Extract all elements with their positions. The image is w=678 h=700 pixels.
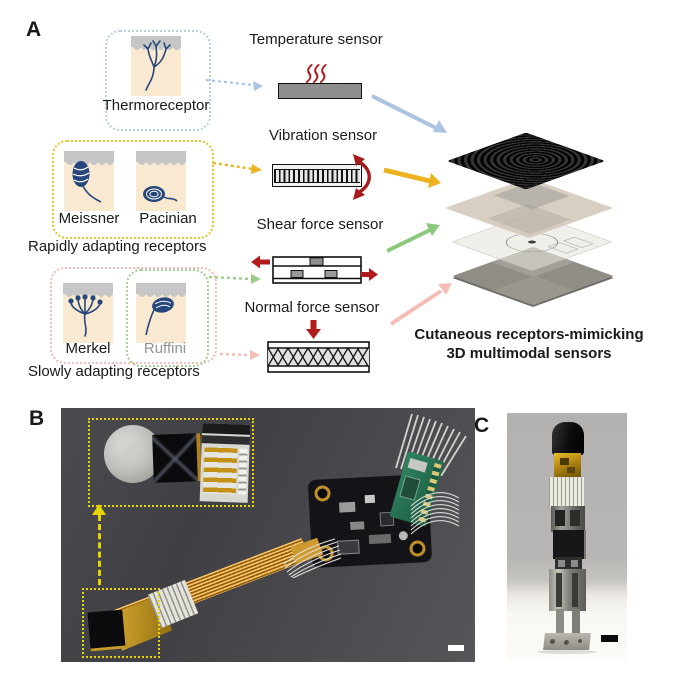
inset-pointer-line — [98, 515, 101, 585]
vibration-arc-icon — [353, 154, 371, 200]
pacinian-label: Pacinian — [139, 210, 197, 227]
rapidly-adapting-box — [52, 140, 214, 239]
ruffini-icon — [136, 283, 186, 343]
panel-b-label: B — [29, 407, 45, 430]
meissner-icon — [64, 151, 114, 211]
panel-b-photo — [61, 408, 475, 662]
inset-box — [88, 418, 254, 507]
probe-metal-mount — [551, 506, 585, 532]
vibration-sensor-title: Vibration sensor — [268, 127, 378, 144]
panel-a-label: A — [26, 18, 42, 41]
panel-c-label: C — [474, 414, 490, 437]
slowly-adapting-label: Slowly adapting receptors — [28, 363, 200, 380]
temperature-sensor-icon — [278, 83, 362, 99]
probe-clamp — [549, 569, 586, 611]
normal-sensor-title: Normal force sensor — [244, 299, 380, 316]
vibration-solid-arrow — [383, 167, 441, 188]
ruffini-box — [126, 269, 209, 367]
probe-gold-flex — [554, 453, 581, 479]
sensor-tip-box — [82, 588, 160, 658]
panel-c-photo — [507, 413, 627, 659]
shear-sensor-icon — [251, 255, 378, 284]
inset-pointer-arrowhead — [92, 504, 106, 515]
wirebonds-ribbon — [283, 538, 342, 578]
probe-shadow — [537, 650, 597, 654]
merkel-icon — [63, 283, 113, 343]
meissner-label: Meissner — [58, 210, 120, 227]
thermoreceptor-label: Thermoreceptor — [102, 97, 210, 114]
scale-bar — [448, 645, 464, 651]
probe-connector — [555, 557, 582, 570]
probe-wirebond-section — [549, 477, 584, 508]
vibration-sensor-icon — [272, 164, 362, 187]
shear-sensor-title: Shear force sensor — [256, 216, 384, 233]
thermoreceptor-icon — [131, 36, 181, 96]
vibration-dashed-arrow — [212, 161, 262, 174]
merkel-label: Merkel — [65, 340, 111, 357]
normal-sensor-icon — [267, 341, 370, 373]
pacinian-icon — [136, 151, 186, 211]
probe-black-module — [553, 530, 586, 559]
heat-waves-icon — [305, 64, 327, 83]
scale-bar — [601, 635, 618, 642]
probe-black-tip — [552, 422, 584, 455]
probe-base-plate — [543, 633, 591, 650]
rapidly-adapting-label: Rapidly adapting receptors — [28, 238, 207, 255]
normal-solid-arrow — [389, 283, 452, 326]
stack-layer-top-textured — [446, 132, 606, 190]
press-arrow-icon — [306, 320, 321, 339]
ruffini-label: Ruffini — [143, 340, 187, 357]
shear-arrows-icon — [251, 255, 378, 281]
temperature-sensor-title: Temperature sensor — [249, 31, 383, 48]
temperature-dashed-arrow — [205, 78, 263, 91]
probe-rods — [556, 609, 580, 635]
normal-dashed-arrow — [219, 350, 260, 360]
stack-caption-line1: Cutaneous receptors-mimicking — [414, 326, 644, 343]
stack-caption-line2: 3D multimodal sensors — [446, 345, 612, 362]
wirebonds-connector — [410, 492, 460, 535]
